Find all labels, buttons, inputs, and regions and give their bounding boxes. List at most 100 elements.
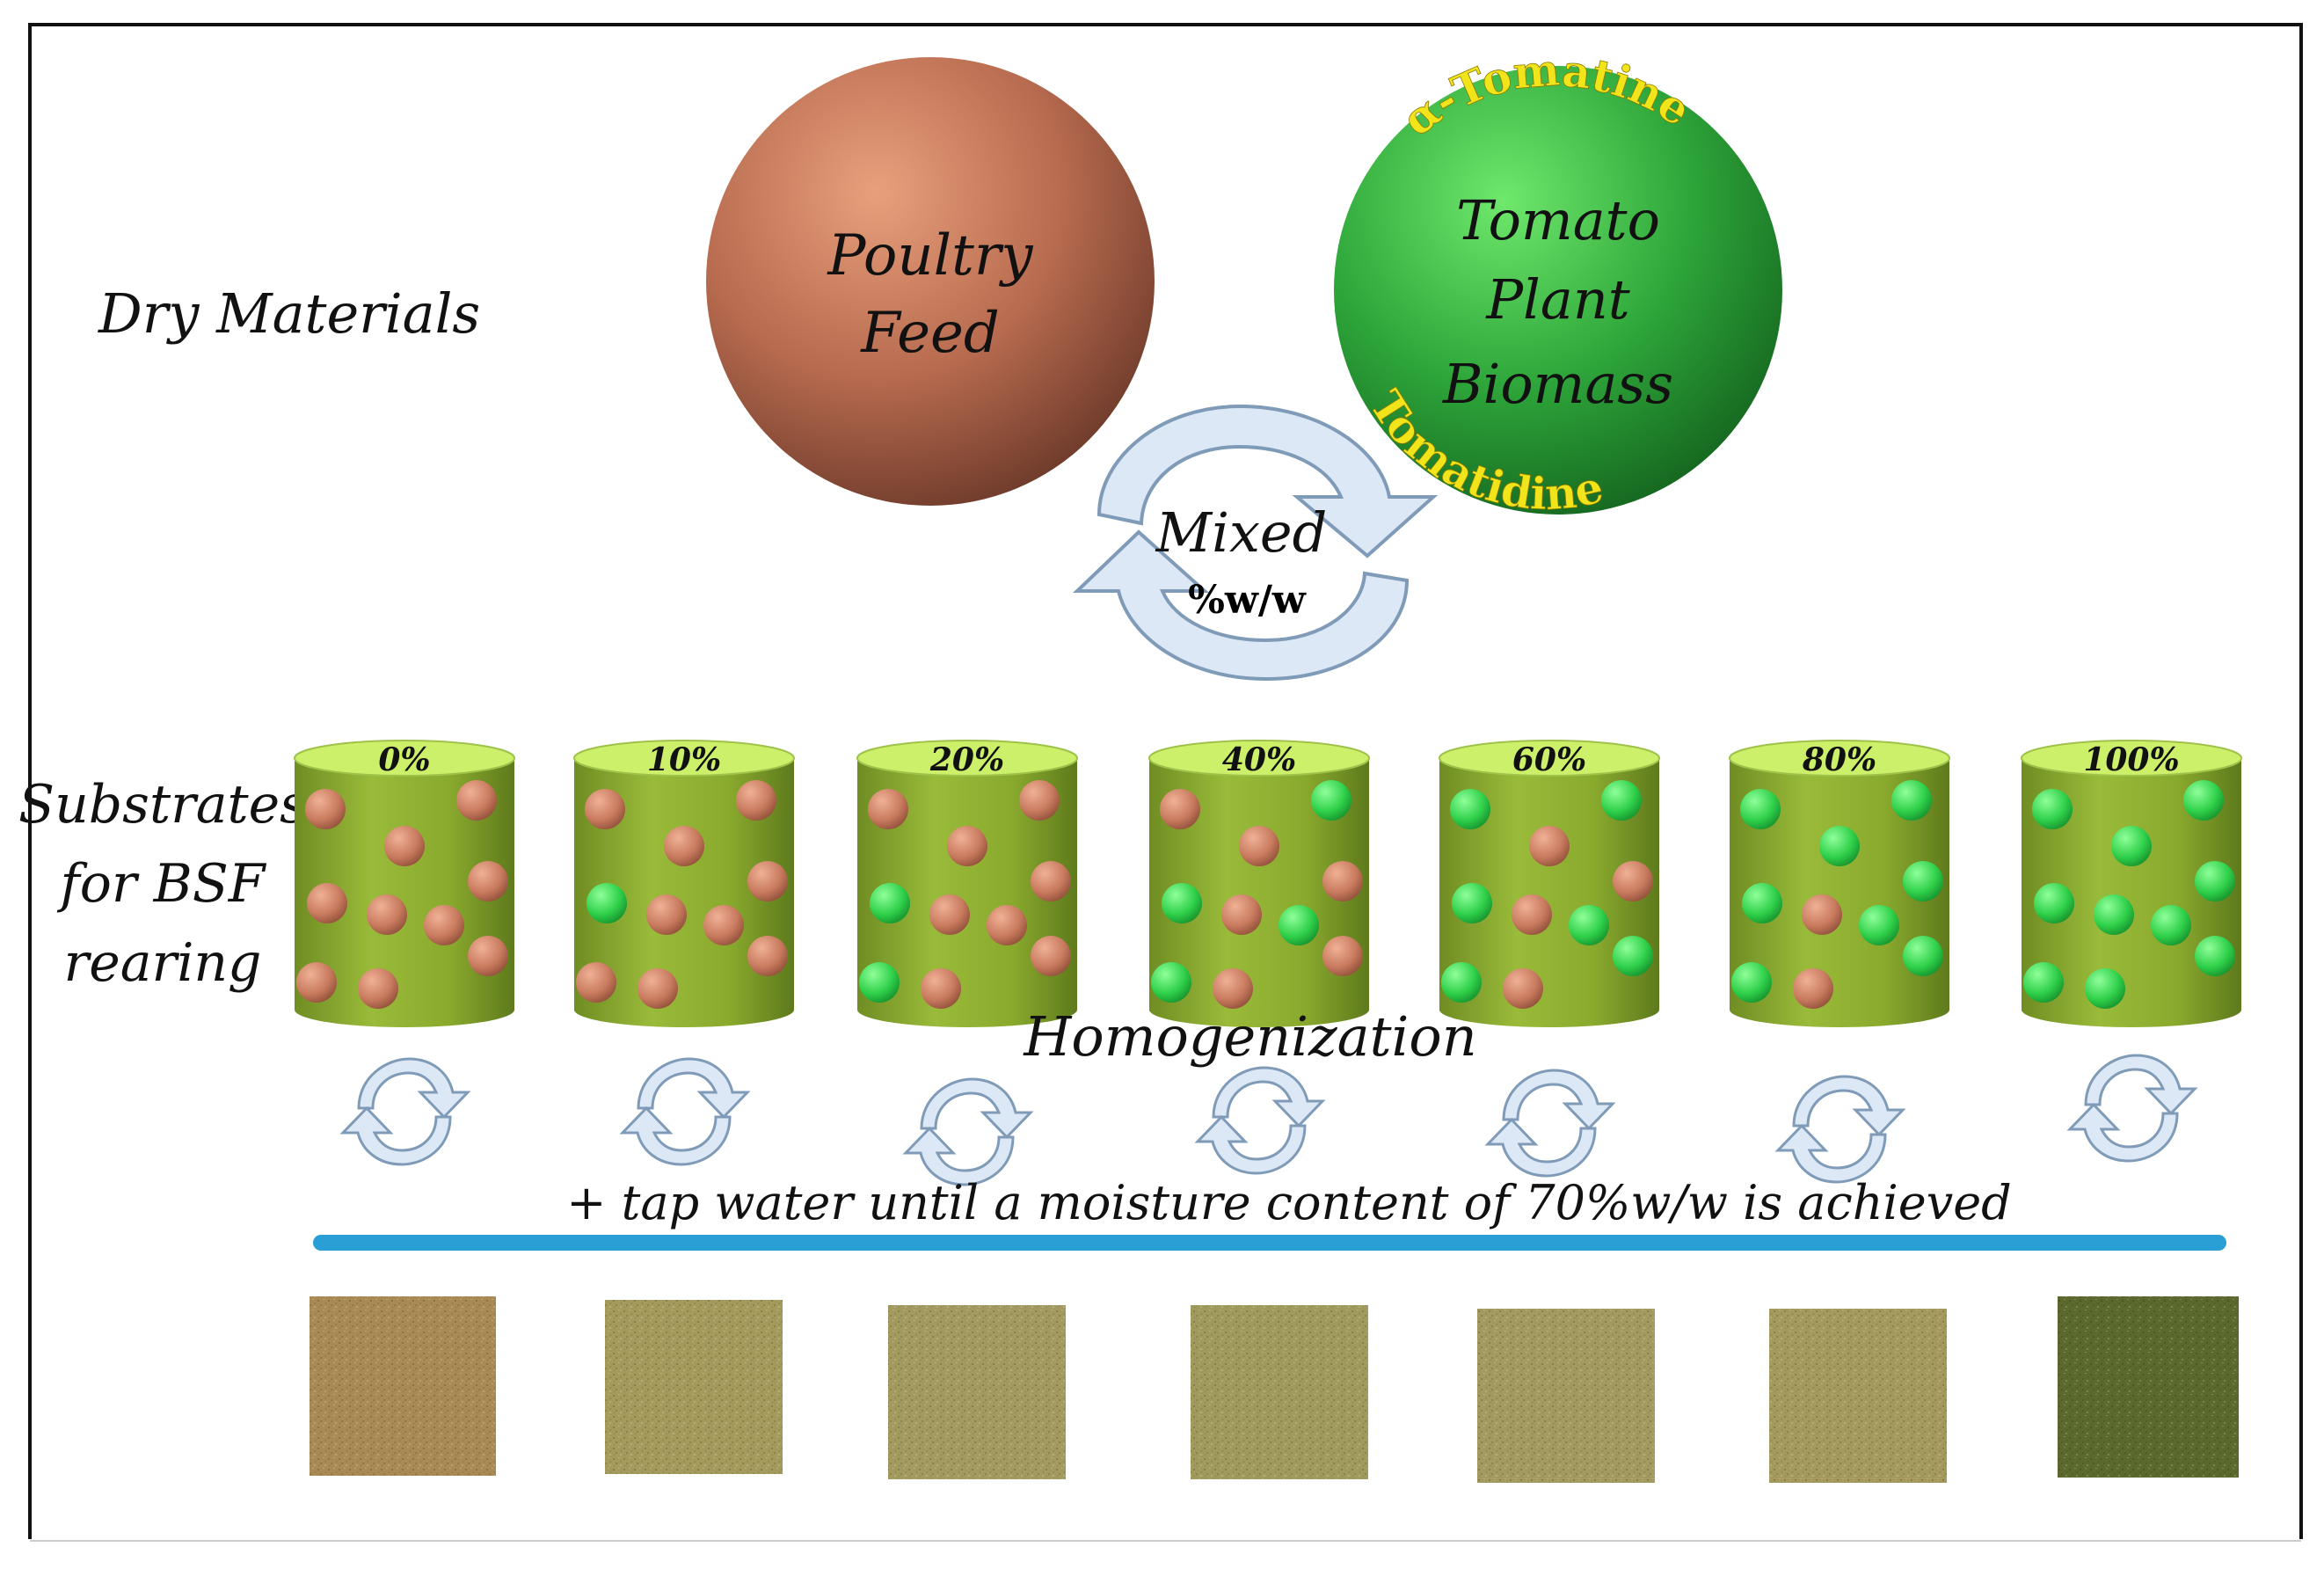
cylinder-body (2022, 758, 2241, 1027)
feed-particle (1239, 826, 1279, 866)
mixing-cycle-arrows (1073, 404, 1439, 682)
substrate-percent-label: 0% (378, 741, 430, 778)
tomato-particle (1279, 905, 1319, 945)
feed-particle (1031, 861, 1071, 901)
substrates-label-line2: for BSF (57, 853, 267, 915)
substrate-cylinder-40pct: 40% (1148, 740, 1370, 1027)
feed-particle (664, 826, 704, 866)
feed-particle (1160, 789, 1200, 829)
tomato-particle (2023, 962, 2064, 1003)
substrate-texture-swatch (605, 1300, 783, 1474)
feed-particle (1793, 968, 1833, 1009)
feed-particle (987, 905, 1027, 945)
process-bar (313, 1235, 2226, 1251)
tomato-particle (1569, 905, 1609, 945)
feed-particle (424, 905, 464, 945)
substrate-texture-swatch (1477, 1309, 1655, 1483)
tomato-particle (2151, 905, 2191, 945)
feed-particle (576, 962, 616, 1003)
feed-particle (747, 936, 788, 976)
feed-particle (1019, 780, 1060, 821)
feed-particle (947, 826, 987, 866)
cylinder-top (294, 740, 515, 777)
tomato-particle (2085, 968, 2125, 1009)
feed-particle (367, 894, 407, 935)
feed-particle (747, 861, 788, 901)
homogenization-cycle-icon (1484, 1069, 1616, 1178)
tomato-particle (870, 883, 910, 923)
substrates-label-line3: rearing (64, 932, 262, 994)
feed-particle (703, 905, 744, 945)
frame-border (28, 23, 2303, 1539)
mixed-label: Mixed (1155, 500, 1328, 565)
homogenization-cycle-icon (619, 1057, 751, 1166)
tomato-particle (2111, 826, 2152, 866)
tomato-particle (1162, 883, 1202, 923)
substrate-percent-label: 60% (1512, 741, 1586, 778)
homogenization-label: Homogenization (1023, 1004, 1476, 1069)
tomato-particle (1903, 861, 1943, 901)
substrate-percent-label: 10% (647, 741, 721, 778)
tomato-particle (1740, 789, 1781, 829)
cylinder-top (1439, 740, 1660, 777)
cylinder-body (857, 758, 1077, 1027)
feed-particle (468, 936, 508, 976)
tomato-particle (1819, 826, 1860, 866)
feed-particle (1529, 826, 1570, 866)
substrate-cylinder-60pct: 60% (1439, 740, 1660, 1027)
tomato-particle (2094, 894, 2134, 935)
tomato-particle (1151, 962, 1191, 1003)
mix-arrow-top (1096, 404, 1439, 558)
tomato-particle (1613, 936, 1653, 976)
substrate-cylinders: 0% 10% 20% 40% 60% 80% 100% (294, 740, 2242, 1027)
feed-particle (646, 894, 687, 935)
substrate-percent-label: 80% (1802, 741, 1876, 778)
substrate-cylinder-20pct: 20% (856, 740, 1078, 1027)
feed-particle (307, 883, 347, 923)
feed-particle (921, 968, 961, 1009)
substrate-cylinder-10pct: 10% (573, 740, 795, 1027)
feed-particle (1213, 968, 1253, 1009)
homogenization-arrows (339, 1054, 2198, 1186)
poultry-label-line2: Feed (860, 301, 1000, 366)
poultry-label-line1: Poultry (827, 223, 1033, 288)
substrate-texture-swatch (2058, 1296, 2239, 1478)
tomato-particle (1311, 780, 1351, 821)
homogenization-cycle-icon (902, 1077, 1034, 1186)
feed-particle (637, 968, 678, 1009)
tomato-particle (586, 883, 627, 923)
homogenization-cycle-icon (339, 1057, 471, 1166)
cylinder-top (573, 740, 795, 777)
homogenization-cycle-icon (1194, 1066, 1326, 1175)
feed-particle (585, 789, 625, 829)
feed-particle (1503, 968, 1543, 1009)
substrate-percent-label: 40% (1222, 741, 1296, 778)
substrate-texture-swatch (310, 1296, 496, 1476)
cylinder-body (574, 758, 794, 1027)
dry-materials-label: Dry Materials (98, 281, 480, 346)
tomato-particle (1742, 883, 1782, 923)
feed-particle (1322, 861, 1363, 901)
feed-particle (305, 789, 346, 829)
tomato-particle (1891, 780, 1932, 821)
tomato-particle (1441, 962, 1482, 1003)
substrate-swatches (310, 1296, 2239, 1483)
substrate-cylinder-80pct: 80% (1729, 740, 1950, 1027)
tomato-particle (2032, 789, 2073, 829)
feed-particle (736, 780, 776, 821)
mixed-unit-label: %w/w (1188, 578, 1307, 623)
feed-particle (1802, 894, 1842, 935)
tomato-label-line1: Tomato (1456, 188, 1660, 252)
tomato-particle (1859, 905, 1899, 945)
tomato-particle (1903, 936, 1943, 976)
homogenization-cycle-icon (2066, 1054, 2198, 1163)
substrate-texture-swatch (888, 1305, 1066, 1479)
tomato-particle (2195, 936, 2235, 976)
substrate-cylinder-100pct: 100% (2021, 740, 2242, 1027)
cylinder-top (2021, 740, 2242, 777)
feed-particle (929, 894, 970, 935)
feed-particle (1512, 894, 1552, 935)
cylinder-body (1730, 758, 1949, 1027)
tomato-particle (2034, 883, 2074, 923)
